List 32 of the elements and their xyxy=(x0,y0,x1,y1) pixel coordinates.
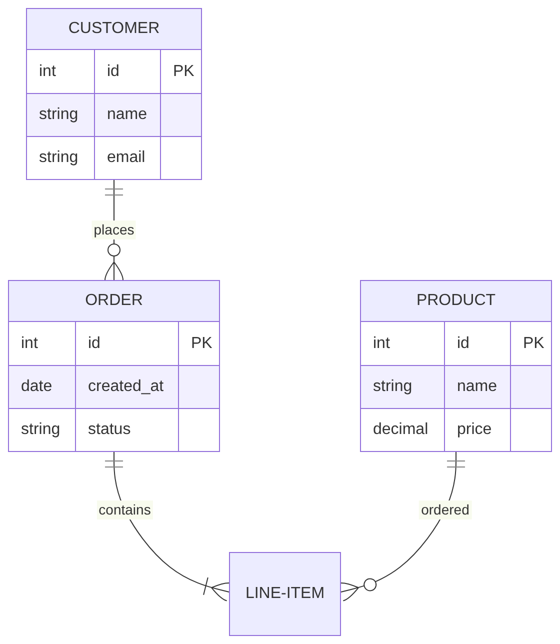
attribute-type: string xyxy=(38,148,80,168)
attribute-row xyxy=(27,136,201,179)
attribute-type: int xyxy=(372,334,391,354)
attribute-type: int xyxy=(38,62,57,82)
entity-box xyxy=(229,552,341,636)
attribute-type: string xyxy=(20,420,62,440)
attribute-row xyxy=(361,365,551,408)
attribute-name: status xyxy=(75,409,178,451)
attribute-row xyxy=(27,93,201,136)
edge-label: ordered xyxy=(419,500,472,520)
entity-table xyxy=(8,280,220,452)
attribute-row xyxy=(9,365,219,408)
entity-table xyxy=(26,8,202,180)
attribute-name: email xyxy=(94,137,160,179)
edge-label: contains xyxy=(96,500,153,520)
relationship-line xyxy=(104,452,232,602)
attribute-name: price xyxy=(444,409,510,451)
entity-name: LINE-ITEM xyxy=(245,585,325,603)
entity-name: PRODUCT xyxy=(361,281,551,322)
attribute-type: string xyxy=(38,105,80,125)
attribute-type: date xyxy=(20,377,54,397)
entity-table xyxy=(360,280,552,452)
attribute-type: int xyxy=(20,334,39,354)
attribute-row xyxy=(361,408,551,451)
attribute-row xyxy=(9,408,219,451)
entity-name: ORDER xyxy=(9,281,219,322)
attribute-type: decimal xyxy=(372,420,430,440)
relationship-line xyxy=(104,180,124,280)
attribute-type: string xyxy=(372,377,414,397)
entity-name: CUSTOMER xyxy=(27,9,201,50)
relationship-line xyxy=(338,452,466,602)
edge-label: places xyxy=(92,220,136,240)
